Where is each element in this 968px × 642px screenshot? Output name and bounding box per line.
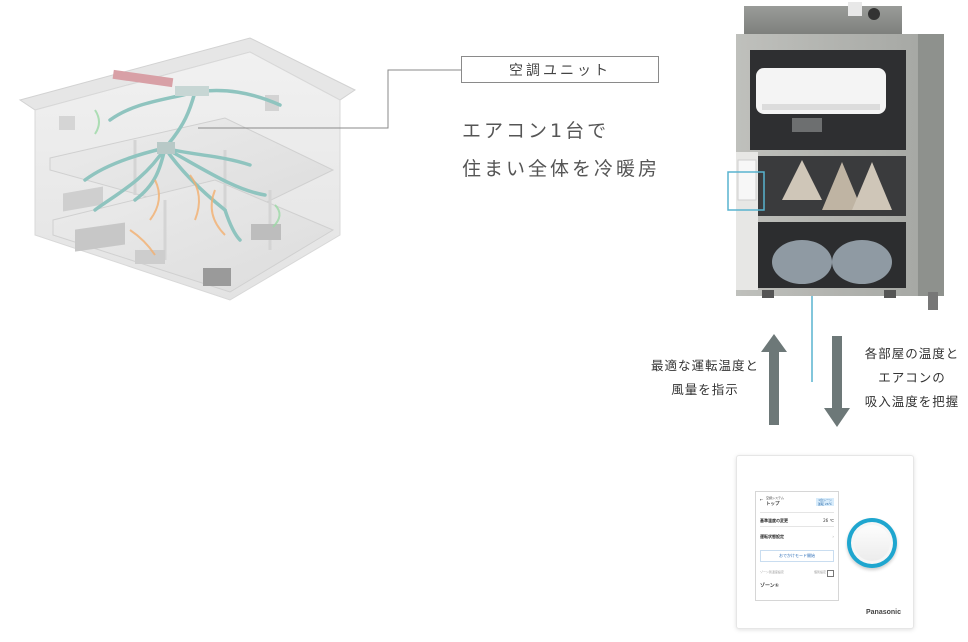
- back-arrow-icon[interactable]: ←: [760, 497, 764, 502]
- up-arrow-caption: 最適な運転温度と 風量を指示: [640, 354, 770, 402]
- down-caption-line-3: 吸入温度を把握: [864, 394, 960, 409]
- up-caption-line-2: 風量を指示: [671, 382, 739, 397]
- tagline: エアコン1台で 住まい全体を冷暖房: [462, 112, 762, 188]
- individual-setting-label: 個別設定: [813, 570, 826, 574]
- up-caption-line-1: 最適な運転温度と: [650, 358, 759, 373]
- air-unit-label: 空調ユニット: [461, 56, 659, 83]
- operation-setting-row[interactable]: 運転状態設定: [760, 534, 784, 539]
- house-cutaway-illustration: [18, 37, 356, 301]
- up-arrow: [761, 334, 787, 425]
- screen-back-title: 空調システム: [766, 496, 784, 500]
- badge-line-1: 1台シーン: [818, 498, 832, 502]
- scene-badge: 1台シーン 運転 26℃: [816, 498, 834, 506]
- tagline-line-1: エアコン1台で: [462, 120, 610, 142]
- signal-flow-arrows: [761, 334, 850, 427]
- screen-page-title: トップ: [766, 502, 780, 507]
- tagline-line-2: 住まい全体を冷暖房: [462, 158, 661, 180]
- down-arrow: [824, 336, 850, 427]
- controller-dial[interactable]: [847, 518, 897, 568]
- zone-temp-row: ゾーン別温度設定: [760, 570, 784, 574]
- brand-logo: Panasonic: [865, 609, 901, 616]
- down-caption-line-2: エアコンの: [878, 370, 946, 385]
- base-temp-row[interactable]: 基準温度の変更: [760, 518, 788, 523]
- air-conditioning-unit-image: [727, 2, 944, 310]
- individual-setting-checkbox[interactable]: [827, 570, 834, 577]
- away-mode-button[interactable]: おでかけモード開始: [760, 550, 834, 562]
- chevron-right-icon: ›: [832, 534, 834, 539]
- zone-1-label: ゾーン①: [760, 583, 779, 589]
- base-temp-value: 26 ℃: [823, 518, 834, 523]
- down-caption-line-1: 各部屋の温度と: [864, 346, 960, 361]
- badge-line-2: 運転 26℃: [817, 502, 833, 506]
- wall-controller: ← 空調システム トップ 1台シーン 運転 26℃ 基準温度の変更 26 ℃ 運…: [736, 455, 914, 629]
- down-arrow-caption: 各部屋の温度と エアコンの 吸入温度を把握: [856, 342, 968, 414]
- controller-screen[interactable]: ← 空調システム トップ 1台シーン 運転 26℃ 基準温度の変更 26 ℃ 運…: [755, 491, 839, 601]
